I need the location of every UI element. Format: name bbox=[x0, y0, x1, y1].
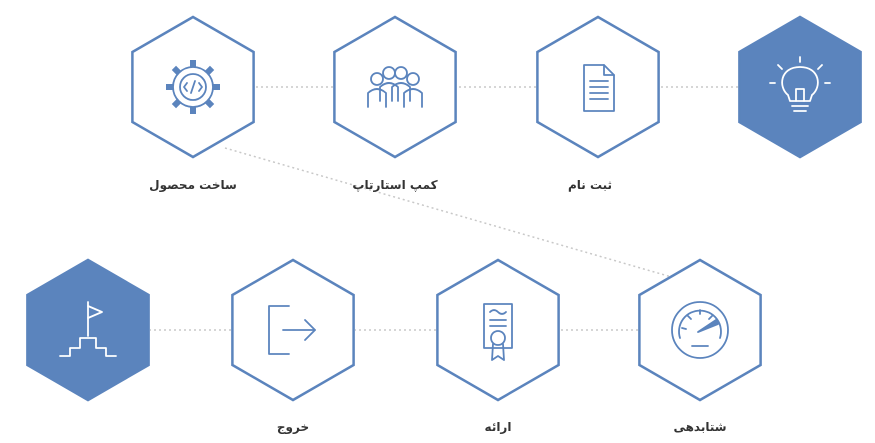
step-register bbox=[536, 15, 660, 159]
lightbulb-icon bbox=[769, 56, 831, 112]
hexagon-present bbox=[436, 258, 560, 402]
certificate-icon bbox=[483, 303, 513, 361]
step-bootcamp bbox=[333, 15, 457, 159]
connector-build-accelerate bbox=[224, 147, 676, 279]
team-icon bbox=[367, 66, 423, 108]
label-build-product: ساخت محصول bbox=[149, 178, 237, 192]
label-bootcamp: کمپ استارتاپ bbox=[352, 178, 438, 192]
step-present bbox=[436, 258, 560, 402]
gear-code-icon bbox=[166, 60, 220, 114]
summit-flag-icon bbox=[59, 301, 117, 357]
hexagon-nodes bbox=[26, 15, 862, 402]
label-exit: خروج bbox=[276, 420, 310, 434]
hexagon-bootcamp bbox=[333, 15, 457, 159]
speedometer-icon bbox=[671, 301, 729, 359]
label-acceleration: شتابدهی bbox=[673, 420, 727, 434]
exit-icon bbox=[268, 305, 316, 355]
step-accelerate bbox=[638, 258, 762, 402]
label-register: ثبت نام bbox=[567, 178, 613, 192]
step-build bbox=[131, 15, 255, 159]
step-goal bbox=[26, 258, 150, 402]
hexagon-idea bbox=[738, 15, 862, 159]
step-exit bbox=[231, 258, 355, 402]
label-presentation: ارائه bbox=[484, 420, 512, 434]
document-icon bbox=[583, 64, 615, 112]
connectors bbox=[150, 86, 738, 331]
step-idea bbox=[738, 15, 862, 159]
